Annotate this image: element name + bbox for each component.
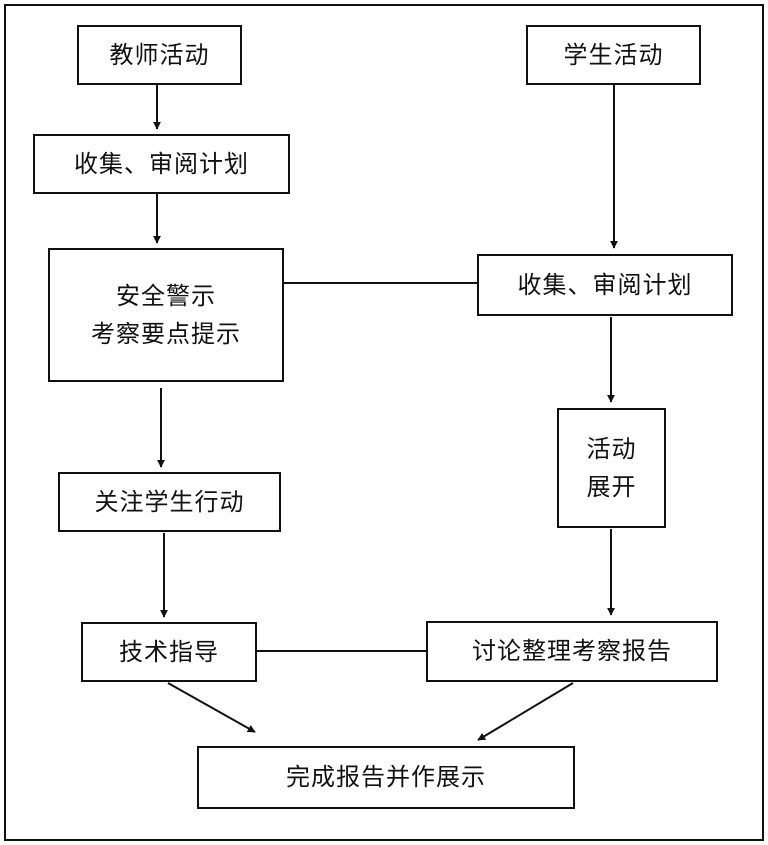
diagram-frame xyxy=(4,4,764,841)
teacher-collect-review-label: 收集、审阅计划 xyxy=(74,149,249,178)
teacher-activity-label: 教师活动 xyxy=(109,40,210,69)
safety-warning-label: 安全警示 xyxy=(116,281,216,310)
discuss-report-label: 讨论整理考察报告 xyxy=(472,637,672,666)
safety-warning-box: 安全警示 考察要点提示 xyxy=(48,248,284,382)
tech-guidance-label: 技术指导 xyxy=(119,637,219,666)
watch-students-label: 关注学生行动 xyxy=(94,487,245,516)
activity-launch-box: 活动 展开 xyxy=(557,408,666,528)
final-report-label: 完成报告并作展示 xyxy=(286,763,486,792)
teacher-collect-review-box: 收集、审阅计划 xyxy=(33,134,290,194)
inspection-points-label: 考察要点提示 xyxy=(91,320,241,348)
watch-students-box: 关注学生行动 xyxy=(58,472,281,532)
student-activity-box: 学生活动 xyxy=(526,25,701,85)
discuss-report-box: 讨论整理考察报告 xyxy=(426,621,718,682)
student-collect-review-box: 收集、审阅计划 xyxy=(477,254,733,316)
arrow-discuss-to-final xyxy=(477,682,574,741)
student-collect-review-label: 收集、审阅计划 xyxy=(517,270,693,299)
final-report-box: 完成报告并作展示 xyxy=(197,746,575,809)
student-activity-label: 学生活动 xyxy=(563,40,664,69)
teacher-activity-box: 教师活动 xyxy=(77,25,242,85)
activity-launch-line1: 活动 xyxy=(586,434,637,463)
tech-guidance-box: 技术指导 xyxy=(81,622,257,682)
activity-launch-line2: 展开 xyxy=(586,473,637,501)
arrow-tech-to-final xyxy=(167,682,256,733)
